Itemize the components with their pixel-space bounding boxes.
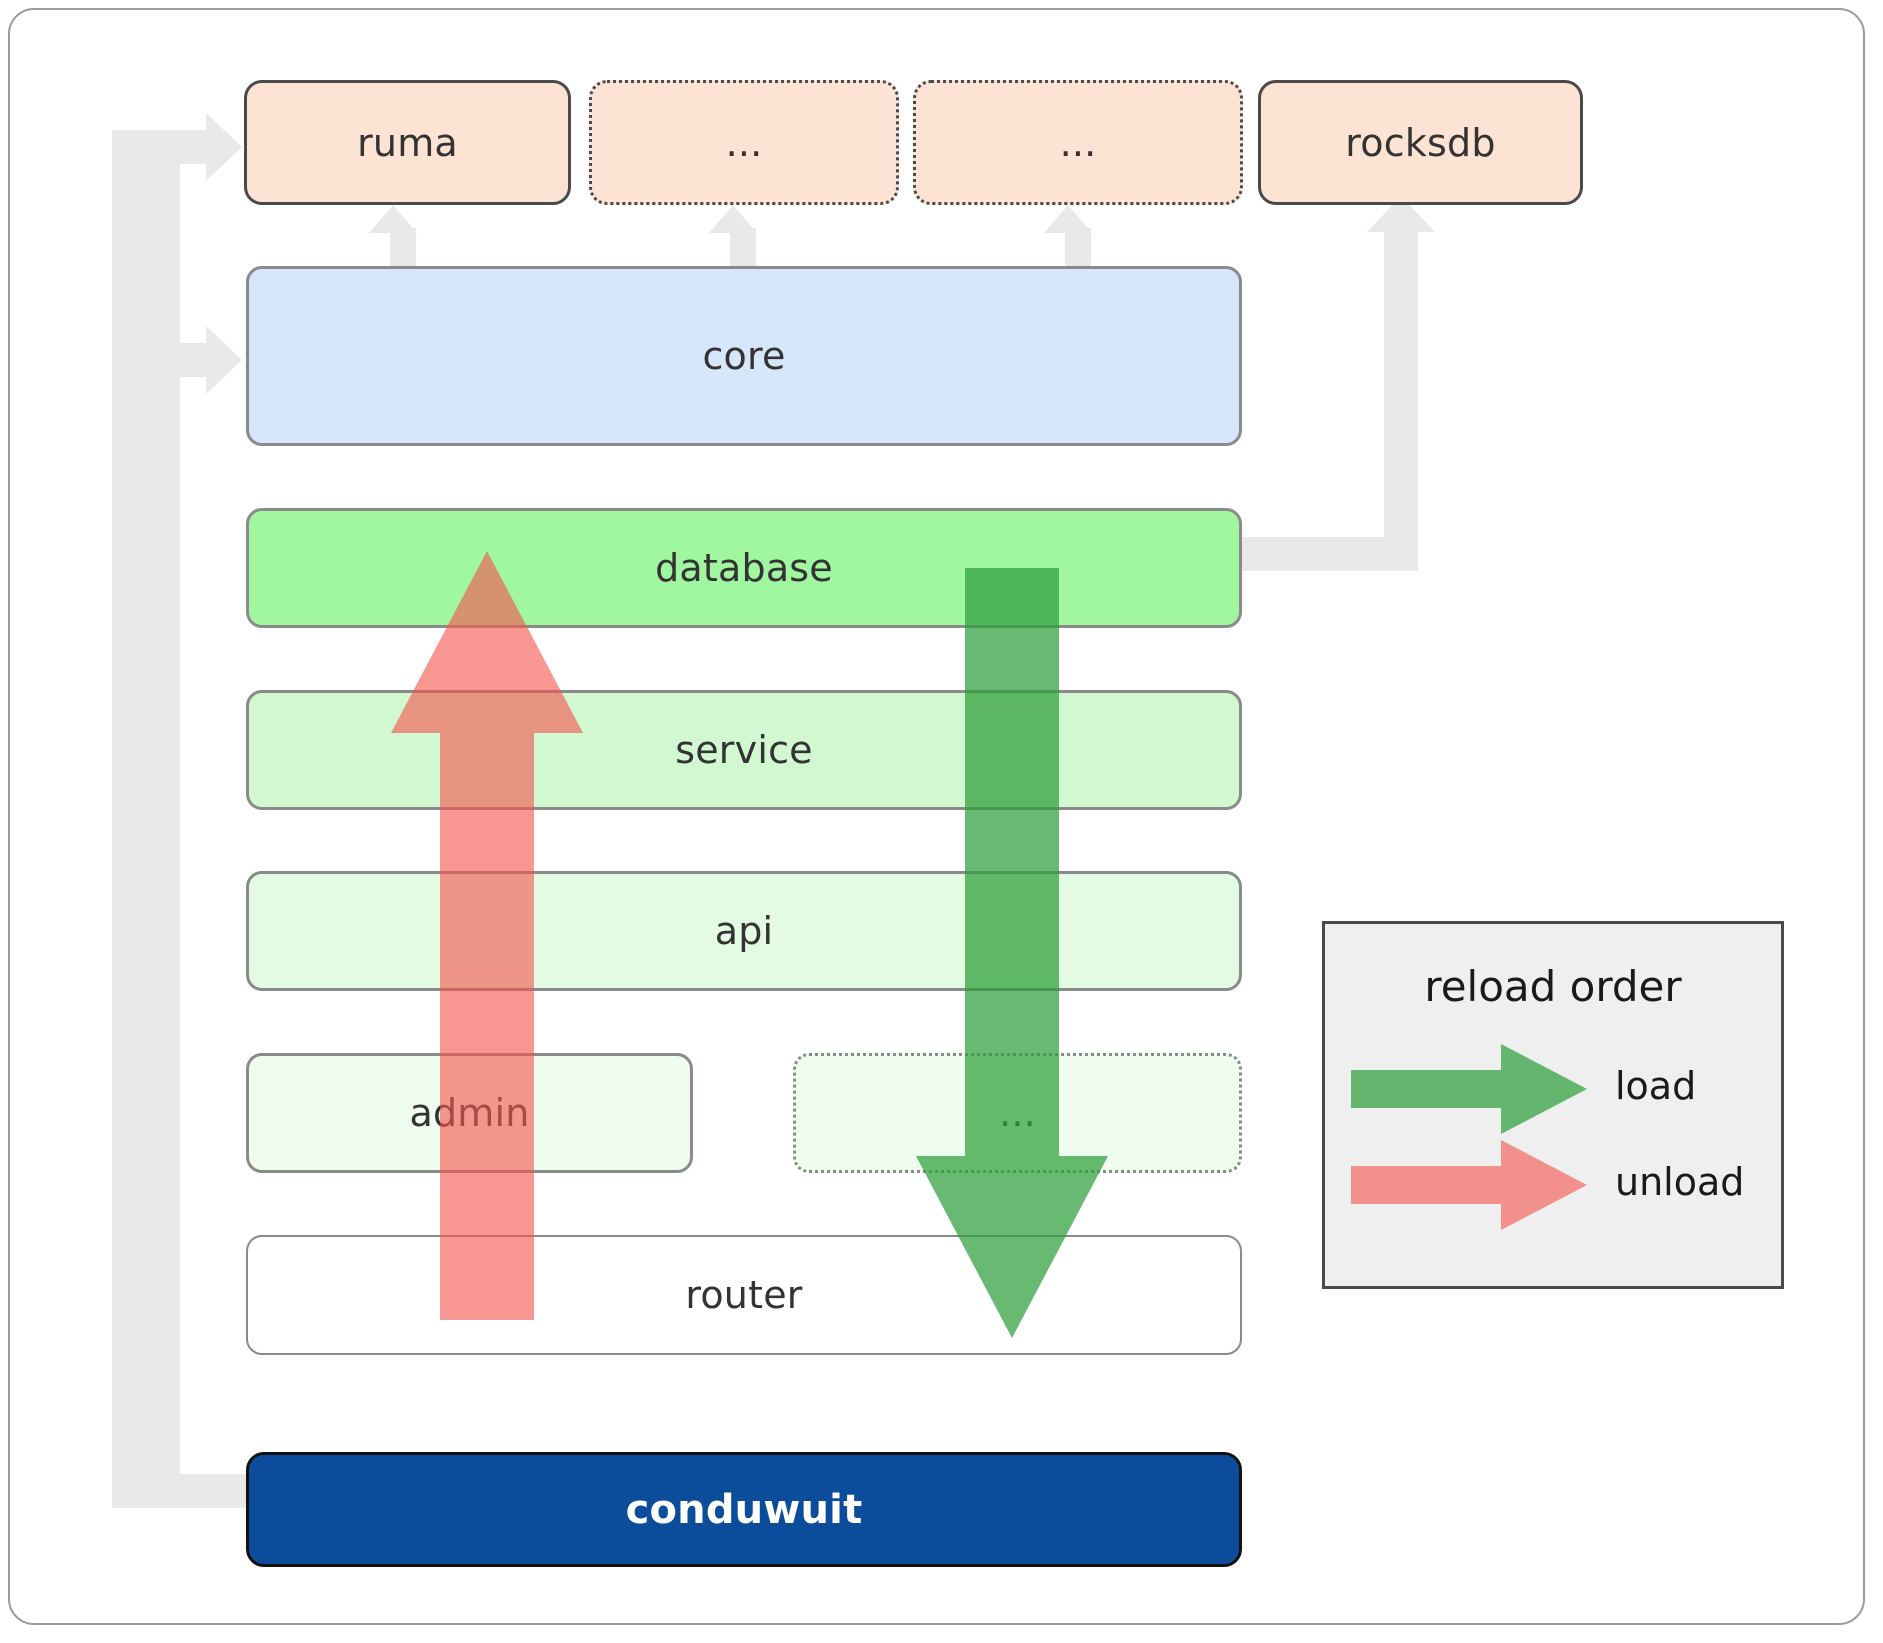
layer-label-admin: admin (409, 1091, 530, 1135)
dependency-node-2[interactable]: ... (589, 80, 899, 205)
layer-label-database: database (655, 546, 833, 590)
core-node[interactable]: core (246, 266, 1242, 446)
legend-label-load: load (1615, 1064, 1697, 1108)
layer-node-database[interactable]: database (246, 508, 1242, 628)
layer-label-service: service (675, 728, 813, 772)
connector-core-to-dep3-stem (1065, 228, 1091, 266)
unload-arrow-icon (1351, 1140, 1587, 1230)
connector-left-vertical-rail (112, 130, 180, 1508)
connector-arrow-core-to-ruma (369, 205, 417, 233)
dependency-node-rocksdb[interactable]: rocksdb (1258, 80, 1583, 205)
legend-title: reload order (1424, 962, 1682, 1011)
dependency-node-ruma[interactable]: ruma (244, 80, 571, 205)
app-label-conduwuit: conduwuit (625, 1486, 863, 1533)
layer-label-router: router (685, 1273, 803, 1317)
layer-node-service[interactable]: service (246, 690, 1242, 810)
layer-node-api[interactable]: api (246, 871, 1242, 991)
connector-arrow-core-to-dep3 (1044, 205, 1092, 233)
connector-rail-to-core-stem (112, 343, 212, 377)
connector-app-to-rail-fill (112, 1474, 252, 1508)
layer-label-more: ... (999, 1091, 1036, 1135)
legend-row-unload: unload (1325, 1140, 1781, 1230)
connector-arrow-to-ruma (206, 113, 242, 181)
connector-arrow-to-core (206, 326, 242, 394)
dependency-label-2: ... (725, 120, 763, 165)
legend-row-load: load (1325, 1044, 1781, 1134)
legend-label-unload: unload (1615, 1160, 1745, 1204)
dependency-label-3: ... (1059, 120, 1097, 165)
dependency-node-3[interactable]: ... (913, 80, 1243, 205)
connector-core-to-dep2-stem (730, 228, 756, 266)
connector-database-to-rocksdb-vertical (1384, 225, 1418, 571)
connector-rail-to-ruma-stem (112, 130, 212, 164)
core-label: core (702, 334, 786, 378)
diagram-outer-frame (8, 8, 1865, 1625)
connector-core-to-ruma-stem (390, 228, 416, 266)
load-arrow-icon (1351, 1044, 1587, 1134)
connector-arrow-core-to-dep2 (709, 205, 757, 233)
layer-label-api: api (714, 909, 774, 953)
dependency-label-rocksdb: rocksdb (1345, 120, 1496, 165)
layer-node-more[interactable]: ... (793, 1053, 1242, 1173)
layer-node-router[interactable]: router (246, 1235, 1242, 1355)
dependency-label-ruma: ruma (357, 120, 458, 165)
app-node-conduwuit[interactable]: conduwuit (246, 1452, 1242, 1567)
legend-panel: reload order load unload (1322, 921, 1784, 1289)
layer-node-admin[interactable]: admin (246, 1053, 693, 1173)
